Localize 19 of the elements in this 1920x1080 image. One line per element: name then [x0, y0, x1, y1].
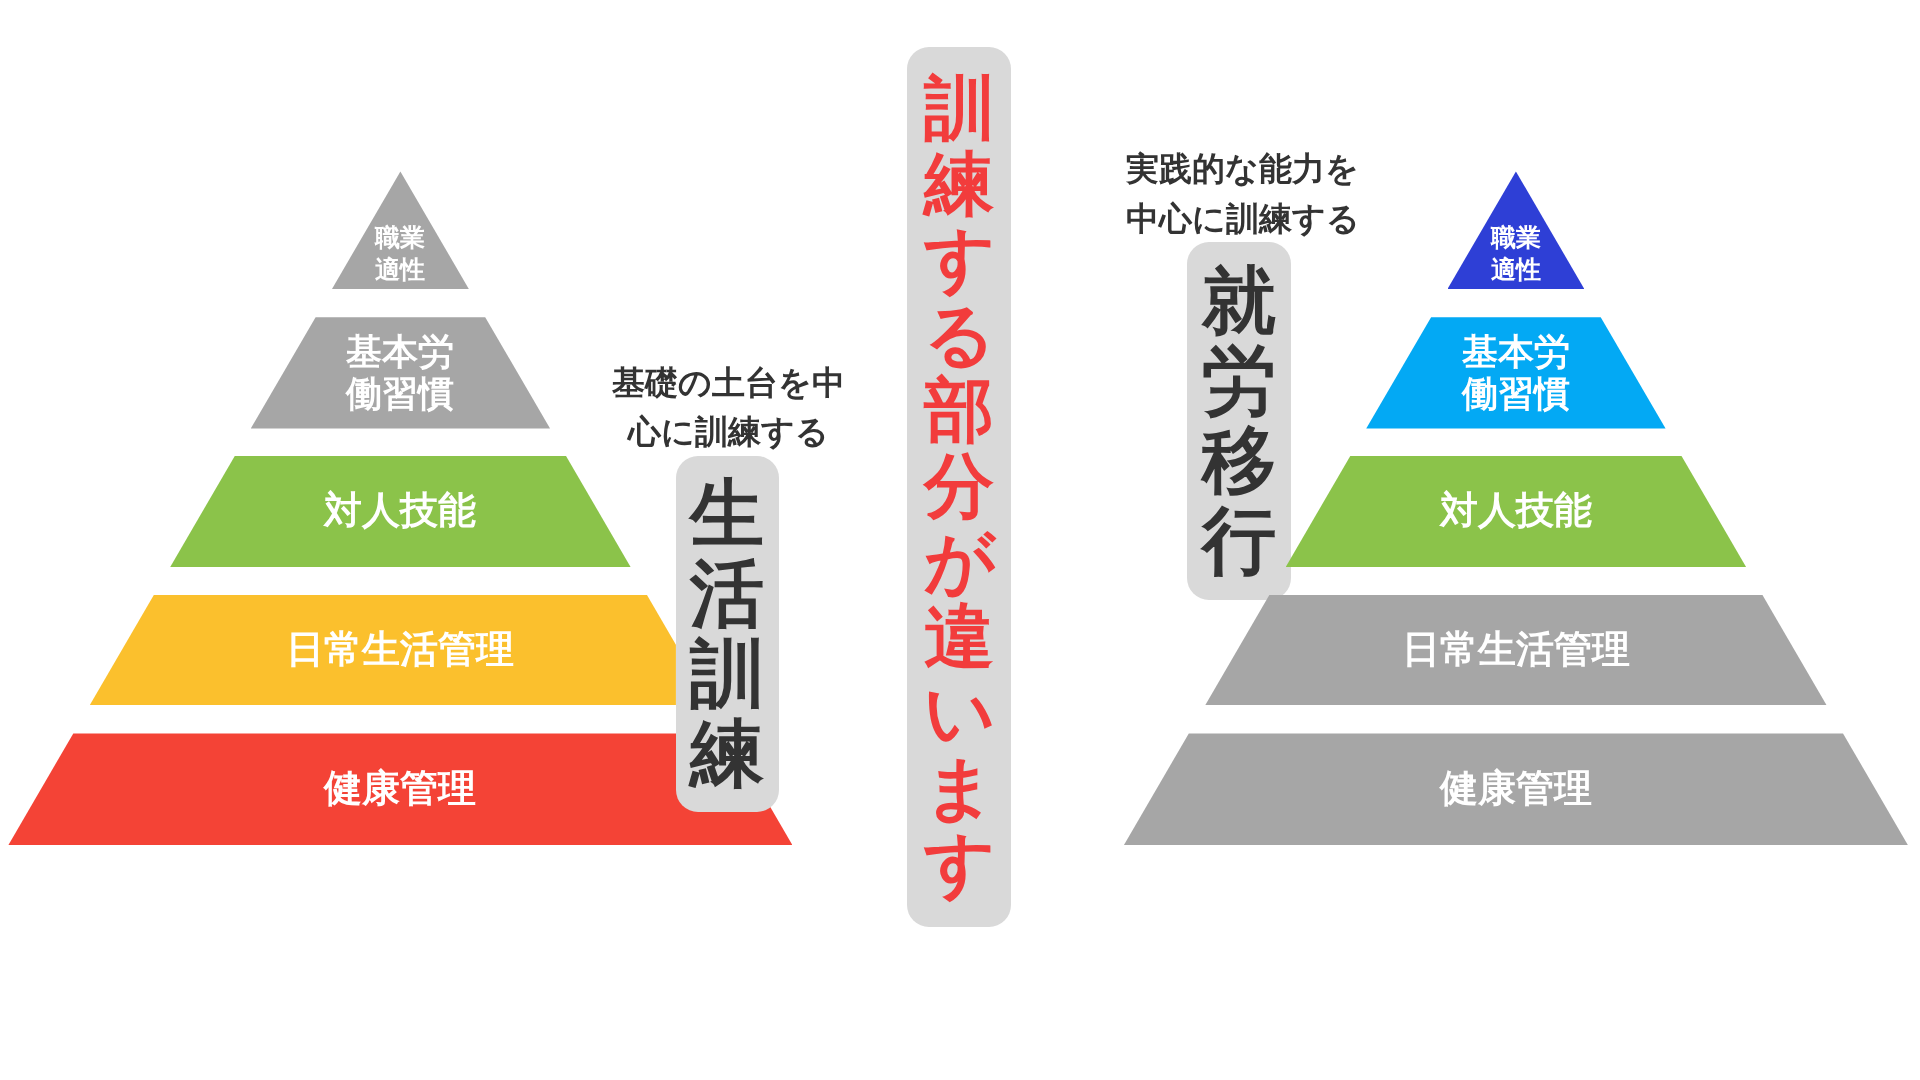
layer-text: 日常生活管理 [286, 628, 515, 673]
layer-text: 健康管理 [1439, 767, 1592, 811]
box-text: 就労移行 [1201, 261, 1276, 581]
pyramid-layer [89, 595, 676, 706]
layer-text: 基本労働習慣 [1460, 331, 1571, 415]
caption-text: 基礎の土台を中心に訓練する [611, 361, 847, 454]
box-text: 訓練する部分が違います [924, 70, 995, 903]
service-label [1186, 242, 1291, 600]
heading-label [907, 46, 1012, 927]
layer-text: 基本労働習慣 [344, 331, 456, 415]
layer-text: 職業適性 [1489, 221, 1542, 287]
box-text: 生活訓練 [690, 473, 765, 794]
layer-text: 日常生活管理 [1401, 628, 1630, 673]
service-label [675, 455, 779, 812]
caption-text: 実践的な能力を中心に訓練する [1124, 148, 1361, 240]
layer-text: 健康管理 [324, 767, 477, 811]
layer-text: 対人技能 [324, 489, 477, 534]
layer-text: 職業適性 [373, 221, 427, 287]
layer-text: 対人技能 [1439, 489, 1592, 534]
